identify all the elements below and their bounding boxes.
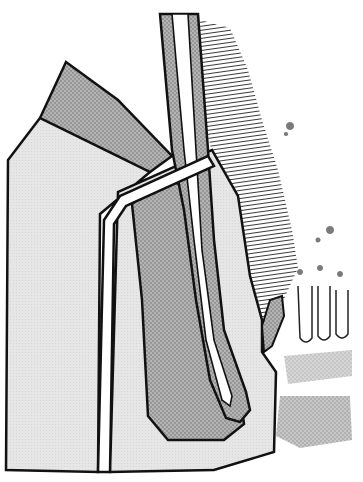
lower-right-patch [276,396,352,448]
crypt-structures [298,286,348,342]
lower-right-band [284,350,352,384]
